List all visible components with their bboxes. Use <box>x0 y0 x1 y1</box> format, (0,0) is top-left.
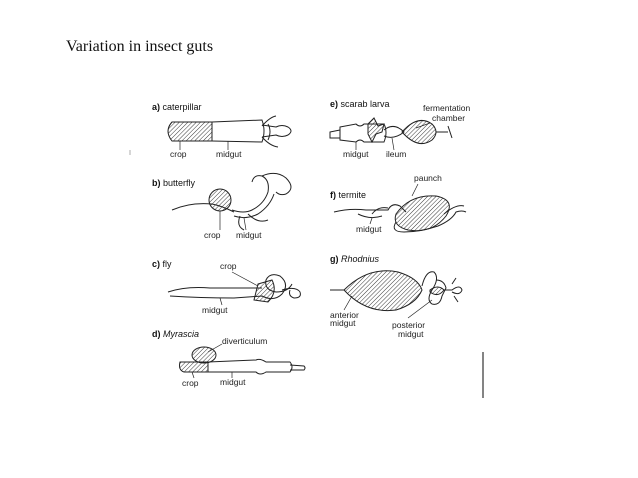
rhodnius-anterior-midgut-label: midgut <box>330 318 356 328</box>
panel-caterpillar-heading: a) caterpillar <box>152 102 202 112</box>
caterpillar-midgut <box>211 119 265 143</box>
panel-butterfly-name: butterfly <box>163 178 196 188</box>
panel-fly-letter: c) <box>152 259 160 269</box>
panel-butterfly: b) butterfly crop midgut <box>152 172 292 240</box>
panel-myrascia-letter: d) <box>152 329 161 339</box>
scarab-midgut-ceca <box>367 117 385 144</box>
butterfly-crop <box>208 188 232 212</box>
panel-fly: c) fly crop midgut <box>152 259 301 315</box>
caterpillar-crop-label: crop <box>170 149 187 159</box>
panel-termite-heading: f) termite <box>330 190 366 200</box>
rhodnius-anterior-label: anterior <box>330 310 359 320</box>
myrascia-diverticulum <box>191 346 217 364</box>
myrascia-diverticulum-label: diverticulum <box>222 336 267 346</box>
scarab-foregut <box>329 129 341 139</box>
caterpillar-tubules <box>261 115 279 148</box>
panel-rhodnius-name: Rhodnius <box>341 254 380 264</box>
butterfly-midgut <box>231 175 275 219</box>
butterfly-rectum <box>261 172 292 196</box>
fly-hindgut <box>281 287 301 299</box>
scarab-fermentation-label: fermentation <box>423 103 471 113</box>
myrascia-midgut-label: midgut <box>220 377 246 387</box>
myrascia-crop-label: crop <box>182 378 199 388</box>
panel-fly-heading: c) fly <box>152 259 172 269</box>
caterpillar-hindgut <box>261 124 292 138</box>
termite-foregut <box>333 204 407 213</box>
caterpillar-crop <box>167 121 213 142</box>
panel-termite-name: termite <box>339 190 367 200</box>
fly-crop-label: crop <box>220 261 237 271</box>
termite-midgut-label: midgut <box>356 224 382 234</box>
panel-butterfly-letter: b) <box>152 178 161 188</box>
panel-scarab-name: scarab larva <box>341 99 390 109</box>
rhodnius-posterior-midgut <box>421 271 447 305</box>
butterfly-crop-label: crop <box>204 230 221 240</box>
fly-foregut <box>167 287 262 293</box>
scarab-chamber-label: chamber <box>432 113 465 123</box>
panel-scarab-heading: e) scarab larva <box>330 99 390 109</box>
panel-fly-name: fly <box>163 259 173 269</box>
scarab-ileum-label: ileum <box>386 149 406 159</box>
panel-myrascia: d) Myrascia diverticulum crop midgut <box>152 329 306 388</box>
panel-caterpillar: a) caterpillar crop midgut <box>152 102 292 159</box>
termite-coil <box>393 205 467 233</box>
slide-title: Variation in insect guts <box>66 38 214 55</box>
panel-caterpillar-letter: a) <box>152 102 160 112</box>
panel-rhodnius: g) Rhodnius anterior midgut posterior mi… <box>330 254 463 339</box>
scarab-ileum <box>383 126 405 138</box>
butterfly-midgut-label: midgut <box>236 230 262 240</box>
fly-midgut <box>169 274 293 300</box>
panel-scarab-larva: e) scarab larva fermentation chamber mid… <box>329 99 471 159</box>
panel-rhodnius-heading: g) Rhodnius <box>330 254 380 264</box>
panel-myrascia-name: Myrascia <box>163 329 199 339</box>
rhodnius-posterior-midgut-label: midgut <box>398 329 424 339</box>
caterpillar-midgut-label: midgut <box>216 149 242 159</box>
fly-crop <box>253 279 275 303</box>
myrascia-midgut <box>207 358 293 375</box>
myrascia-crop <box>179 361 209 373</box>
rhodnius-anterior-midgut <box>343 270 423 312</box>
butterfly-tubules <box>238 213 269 231</box>
panel-scarab-letter: e) <box>330 99 338 109</box>
rhodnius-rectum <box>429 286 445 296</box>
panel-caterpillar-name: caterpillar <box>163 102 202 112</box>
panel-butterfly-heading: b) butterfly <box>152 178 196 188</box>
termite-paunch-label: paunch <box>414 173 442 183</box>
scarab-midgut-label: midgut <box>343 149 369 159</box>
scarab-hindgut <box>436 125 453 139</box>
myrascia-hindgut <box>289 364 306 371</box>
scarab-midgut <box>339 123 387 143</box>
panel-rhodnius-letter: g) <box>330 254 339 264</box>
panel-termite-letter: f) <box>330 190 336 200</box>
rhodnius-hindgut <box>444 277 463 303</box>
fly-midgut-label: midgut <box>202 305 228 315</box>
termite-midgut <box>357 207 389 219</box>
termite-paunch <box>394 195 450 232</box>
scarab-fermentation-chamber <box>401 119 437 145</box>
rhodnius-posterior-label: posterior <box>392 320 425 330</box>
panel-termite: paunch f) termite midgut <box>330 173 467 234</box>
panel-myrascia-heading: d) Myrascia <box>152 329 199 339</box>
